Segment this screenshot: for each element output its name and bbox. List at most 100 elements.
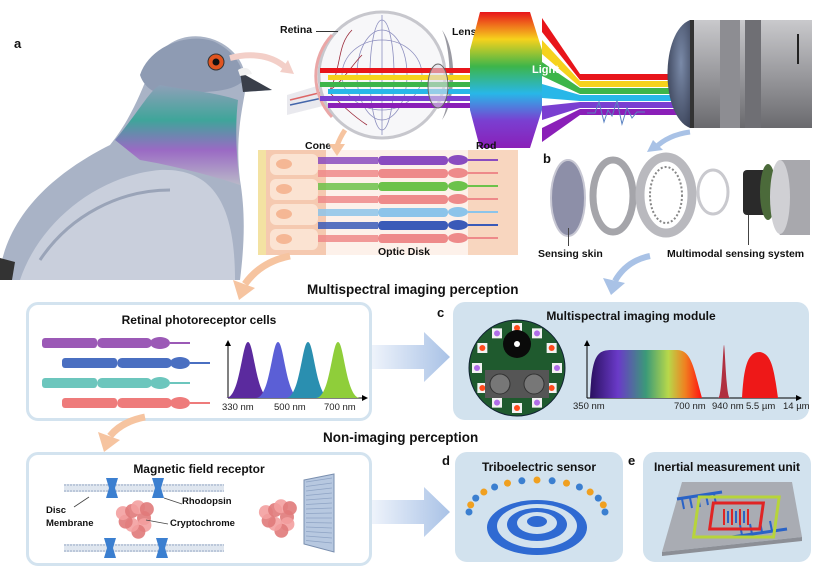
magnetic-receptor-panel-title: Magnetic field receptor — [133, 462, 265, 476]
positive-charge — [586, 488, 594, 496]
negative-charge — [594, 494, 602, 502]
imaging-module-spectrum-plot — [584, 340, 802, 401]
leader-rhodopsin — [163, 497, 183, 505]
uv-led — [534, 330, 540, 337]
positive-charge — [480, 488, 488, 496]
photoreceptor-inner-segment — [378, 208, 448, 217]
positive-charge — [599, 501, 607, 509]
rhodopsin-channel — [156, 538, 168, 558]
panel-letter-e: e — [628, 453, 636, 468]
triboelectric-spiral-illustration — [465, 476, 609, 562]
label-sensing-skin: Sensing skin — [538, 248, 603, 260]
photoreceptor-outer-segment — [318, 235, 378, 242]
imu-mems-illustration — [662, 482, 802, 556]
photoreceptor-outer-segment — [318, 209, 378, 216]
photoreceptor-inner-segment — [378, 156, 448, 165]
camera-lens-left — [489, 373, 511, 395]
beam-left — [328, 103, 470, 108]
spectral-peak — [256, 342, 300, 398]
pigeon-illustration — [0, 36, 272, 280]
arrow-camera-to-exploded — [647, 129, 691, 152]
beam-left — [328, 75, 470, 80]
heading-multispectral-imaging-perception: Multispectral imaging perception — [307, 282, 519, 297]
rhodopsin-channel — [104, 538, 116, 558]
label-disc: Disc — [46, 505, 67, 516]
uv-led — [494, 330, 500, 337]
camera-lens-right — [523, 373, 545, 395]
label-retina: Retina — [280, 24, 313, 36]
photoreceptor-nucleus — [448, 194, 468, 204]
light-prism — [470, 12, 542, 148]
photoreceptor-cells — [42, 337, 210, 409]
leader-disc-membrane — [73, 496, 90, 508]
photoreceptor-nucleus — [448, 155, 468, 165]
uv-led — [474, 365, 480, 371]
positive-charge — [563, 479, 571, 487]
camera-module-illustration — [667, 20, 812, 128]
cell-nucleus — [276, 184, 292, 194]
cell-nucleus — [276, 159, 292, 169]
cell-outer-segment — [42, 378, 97, 388]
spectral-peak — [286, 342, 330, 398]
photoreceptor-nucleus — [448, 181, 468, 191]
arrow-eyeball-to-retina — [329, 128, 348, 156]
beam-right — [580, 74, 686, 80]
beam-left — [320, 68, 470, 73]
tick-14um: 14 µm — [783, 401, 810, 412]
negative-charge — [518, 477, 526, 485]
cell-nucleus — [150, 337, 170, 349]
photoreceptor-outer-segment — [318, 183, 378, 190]
ir-led — [514, 325, 520, 331]
cell-outer-segment — [42, 338, 97, 348]
negative-charge — [472, 494, 480, 502]
leader-sensing-skin — [568, 228, 569, 246]
beam-left — [328, 89, 470, 94]
multispectral-pcb-board — [468, 319, 566, 417]
arrow-b-to-c — [603, 253, 651, 295]
exploded-sensor-assembly — [550, 152, 810, 238]
beam-fan — [542, 84, 580, 101]
label-multimodal-sensing-system: Multimodal sensing system — [667, 248, 805, 260]
positive-charge — [503, 479, 511, 487]
cell-nucleus — [170, 357, 190, 369]
negative-charge — [465, 508, 473, 516]
arrow-photoreceptor-to-magnetic — [98, 413, 146, 452]
ir-led — [548, 345, 555, 351]
arrow-magnetic-to-triboelectric — [372, 487, 450, 537]
photoreceptor-nucleus — [448, 233, 468, 243]
arrow-retina-to-photoreceptor — [233, 252, 291, 300]
photoreceptor-spectrum-plot — [225, 340, 368, 401]
visible-band — [590, 350, 702, 398]
eye-lens — [427, 63, 449, 109]
cell-nucleus — [276, 209, 292, 219]
spiral-ring — [527, 516, 547, 527]
x-axis-arrowhead — [362, 395, 368, 401]
y-axis-arrowhead — [225, 340, 231, 346]
beam-right — [580, 88, 686, 94]
beam-right — [580, 95, 686, 101]
nir-940nm-peak — [718, 345, 730, 398]
photoreceptor-inner-segment — [378, 169, 448, 178]
photoreceptor-outer-segment — [318, 170, 378, 177]
uv-led — [554, 365, 560, 371]
imu-panel-title: Inertial measurement unit — [653, 460, 801, 474]
photoreceptor-inner-segment — [378, 221, 448, 230]
label-optic-disk: Optic Disk — [378, 246, 430, 258]
photoreceptor-panel-title: Retinal photoreceptor cells — [121, 313, 277, 327]
beam-fan — [542, 18, 580, 80]
photoreceptor-inner-segment — [378, 234, 448, 243]
label-lens: Lens — [452, 26, 477, 38]
rhodopsin-channel — [106, 478, 118, 498]
photoreceptor-inner-segment — [378, 182, 448, 191]
label-rhodopsin: Rhodopsin — [182, 496, 232, 507]
light-beams — [320, 12, 686, 148]
triboelectric-panel-title: Triboelectric sensor — [481, 460, 597, 474]
uv-led — [534, 399, 540, 406]
panel-letter-a: a — [14, 36, 22, 51]
label-rod: Rod — [476, 140, 497, 152]
panel-letter-d: d — [442, 453, 450, 468]
photoreceptor-outer-segment — [318, 196, 378, 203]
cell-outer-segment — [62, 398, 117, 408]
cryptochrome-cluster — [139, 502, 154, 517]
ir-led — [479, 345, 486, 351]
